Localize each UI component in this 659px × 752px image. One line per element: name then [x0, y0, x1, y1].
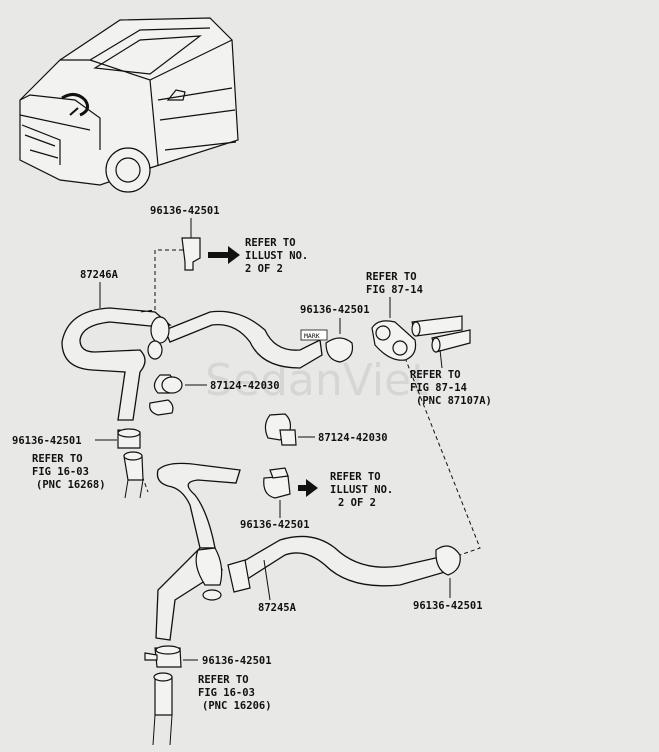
label-87246A: 87246A	[80, 269, 119, 281]
dashed-leader-right	[399, 344, 481, 556]
heater-valve-icon	[371, 315, 471, 369]
refer-mid-illust-1: REFER TO	[330, 471, 381, 483]
arrow-mid-icon	[298, 479, 318, 497]
hose-87246A: MARK	[61, 307, 354, 421]
refer-top-illust-2: ILLUST NO.	[245, 250, 308, 262]
refer-fig-16-03-bottom-3: (PNC 16206)	[202, 700, 272, 712]
refer-fig-16-03-left-1: REFER TO	[32, 453, 83, 465]
pipe-left-icon	[123, 451, 144, 499]
pipe-bottom-icon	[152, 672, 173, 746]
watermark-text: SedanViet	[205, 355, 428, 406]
clamp-left-icon	[117, 428, 141, 449]
label-clamp-mid-right: 96136-42501	[300, 304, 370, 316]
vehicle-illustration	[19, 17, 239, 193]
mark-tag-text: MARK	[304, 332, 320, 340]
hose-87245A	[155, 462, 461, 641]
refer-top-illust-3: 2 OF 2	[245, 263, 283, 275]
label-clamp-lower-mid: 96136-42501	[240, 519, 310, 531]
clamp-bottom-icon	[144, 645, 182, 668]
refer-fig-87-14-top-2: FIG 87-14	[366, 284, 423, 296]
mark-tag	[300, 329, 328, 341]
refer-fig-16-03-left-3: (PNC 16268)	[36, 479, 106, 491]
clamp-lower-mid-icon	[263, 467, 291, 499]
label-clip-1: 87124-42030	[210, 380, 280, 392]
label-clamp-left: 96136-42501	[12, 435, 82, 447]
clip-87124-icon-2	[264, 413, 297, 446]
refer-fig-87-14-top-1: REFER TO	[366, 271, 417, 283]
refer-fig-87-14-right-2: FIG 87-14	[410, 382, 467, 394]
refer-fig-16-03-left-2: FIG 16-03	[32, 466, 89, 478]
label-clamp-top: 96136-42501	[150, 205, 220, 217]
refer-mid-illust-2: ILLUST NO.	[330, 484, 393, 496]
refer-mid-illust-3: 2 OF 2	[338, 497, 376, 509]
label-clamp-bottom: 96136-42501	[202, 655, 272, 667]
refer-fig-16-03-bottom-1: REFER TO	[198, 674, 249, 686]
refer-top-illust-1: REFER TO	[245, 237, 296, 249]
clip-top-icon	[181, 218, 201, 271]
refer-fig-16-03-bottom-2: FIG 16-03	[198, 687, 255, 699]
label-clamp-lower-right: 96136-42501	[413, 600, 483, 612]
dashed-leader-top	[139, 249, 190, 313]
label-87245A: 87245A	[258, 602, 297, 614]
clip-87124-icon-1	[149, 374, 183, 416]
refer-fig-87-14-right-3: (PNC 87107A)	[416, 395, 492, 407]
arrow-top-icon	[208, 246, 240, 264]
label-clip-2: 87124-42030	[318, 432, 388, 444]
refer-fig-87-14-right-1: REFER TO	[410, 369, 461, 381]
